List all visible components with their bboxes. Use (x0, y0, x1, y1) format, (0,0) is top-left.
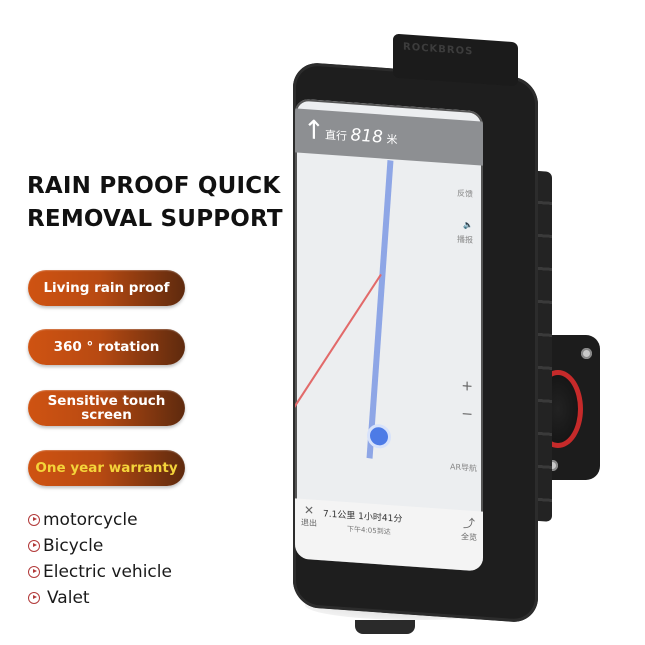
bolt-icon (581, 348, 592, 359)
distance-time: 7.1公里 1小时41分 (323, 509, 403, 525)
ar-nav-label: AR导航 (449, 462, 477, 474)
use-case-motorcycle: motorcycle (28, 507, 172, 533)
bottom-clip (355, 620, 415, 634)
bolt-icon (547, 460, 558, 471)
nav-distance: 818 (350, 125, 383, 148)
nav-prefix: 直行 (325, 128, 347, 144)
feature-label: One year warranty (35, 460, 178, 476)
phone-screen: ↑ 直行 818 米 反馈 🔈 播报 + − AR导航 ✕ 退出 7.1公里 1… (295, 98, 483, 572)
use-case-label: Valet (47, 588, 90, 608)
overview-icon: ⤴ (462, 516, 475, 532)
play-circle-icon (28, 514, 40, 526)
use-case-bicycle: Bicycle (28, 533, 172, 559)
feature-badge-warranty: One year warranty (28, 450, 185, 486)
navigation-banner: ↑ 直行 818 米 (295, 108, 483, 166)
feature-badge-rain-proof: Living rain proof (28, 270, 185, 306)
feature-label: Living rain proof (43, 280, 170, 296)
close-icon: ✕ (303, 503, 315, 518)
use-case-label: motorcycle (43, 510, 138, 530)
use-case-list: motorcycle Bicycle Electric vehicle Vale… (28, 507, 172, 611)
feature-badge-touch-screen: Sensitive touch screen (28, 390, 185, 426)
feature-badge-rotation: 360 ° rotation (28, 329, 185, 365)
use-case-valet: Valet (28, 585, 172, 611)
zoom-in-icon: + (461, 378, 473, 395)
straight-arrow-icon: ↑ (303, 114, 325, 147)
route-line (366, 160, 394, 459)
zoom-out-icon: − (461, 406, 473, 423)
play-circle-icon (28, 592, 40, 604)
use-case-electric-vehicle: Electric vehicle (28, 559, 172, 585)
feature-label-line-2: screen (81, 407, 132, 423)
feedback-label: 反馈 (457, 188, 473, 199)
feature-label: 360 ° rotation (53, 339, 160, 355)
headline-line-2: REMOVAL SUPPORT (27, 206, 283, 232)
use-case-label: Bicycle (43, 536, 104, 556)
speaker-icon: 🔈 (463, 220, 473, 230)
phone-holder-product-image: ROCKBROS ↑ 直行 818 米 反馈 🔈 播报 + − AR导航 ✕ 退… (285, 30, 625, 634)
play-circle-icon (28, 540, 40, 552)
overview-label: 全览 (461, 532, 477, 543)
broadcast-label: 播报 (457, 234, 473, 245)
play-circle-icon (28, 566, 40, 578)
headline-line-1: RAIN PROOF QUICK (27, 173, 281, 199)
nav-unit: 米 (386, 132, 398, 147)
exit-label: 退出 (301, 517, 317, 528)
arrival-time: 下午4:05到达 (347, 525, 391, 537)
headline: RAIN PROOF QUICK REMOVAL SUPPORT (27, 170, 283, 236)
feature-label-line-1: Sensitive touch (47, 393, 166, 409)
use-case-label: Electric vehicle (43, 562, 172, 582)
